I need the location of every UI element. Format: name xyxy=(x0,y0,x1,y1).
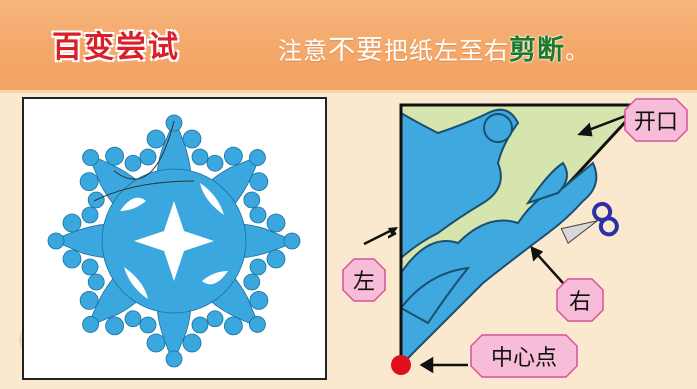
scissors-icon xyxy=(560,201,619,244)
label-center-badge: 中心点 xyxy=(470,334,578,378)
folded-paper-triangle xyxy=(367,103,645,375)
instruction-part-3: 把纸左至右 xyxy=(384,37,509,65)
label-center: 中心点 xyxy=(490,346,557,371)
header-banner: 百变尝试 注意不要把纸左至右剪断。 xyxy=(0,0,697,90)
instruction-part-1: 注意 xyxy=(278,37,328,65)
label-left: 左 xyxy=(352,270,375,295)
header-divider xyxy=(0,90,697,93)
label-left-badge: 左 xyxy=(342,258,386,302)
section-title: 百变尝试 xyxy=(52,30,180,65)
paper-cut-snowflake-icon xyxy=(47,114,301,368)
center-point-dot xyxy=(391,355,411,375)
folding-diagram-panel xyxy=(367,93,697,385)
instruction-emphasis-not: 不要 xyxy=(328,35,384,66)
instruction-part-5: 。 xyxy=(565,37,590,65)
label-open: 开口 xyxy=(633,110,678,135)
instruction-emphasis-cut: 剪断 xyxy=(509,35,565,66)
instruction-text: 注意不要把纸左至右剪断。 xyxy=(278,28,590,67)
left-arrow-icon xyxy=(363,227,398,246)
label-right-badge: 右 xyxy=(556,278,604,322)
paper-cut-result-panel xyxy=(22,97,327,380)
label-open-badge: 开口 xyxy=(624,98,688,142)
label-right: 右 xyxy=(568,290,591,315)
